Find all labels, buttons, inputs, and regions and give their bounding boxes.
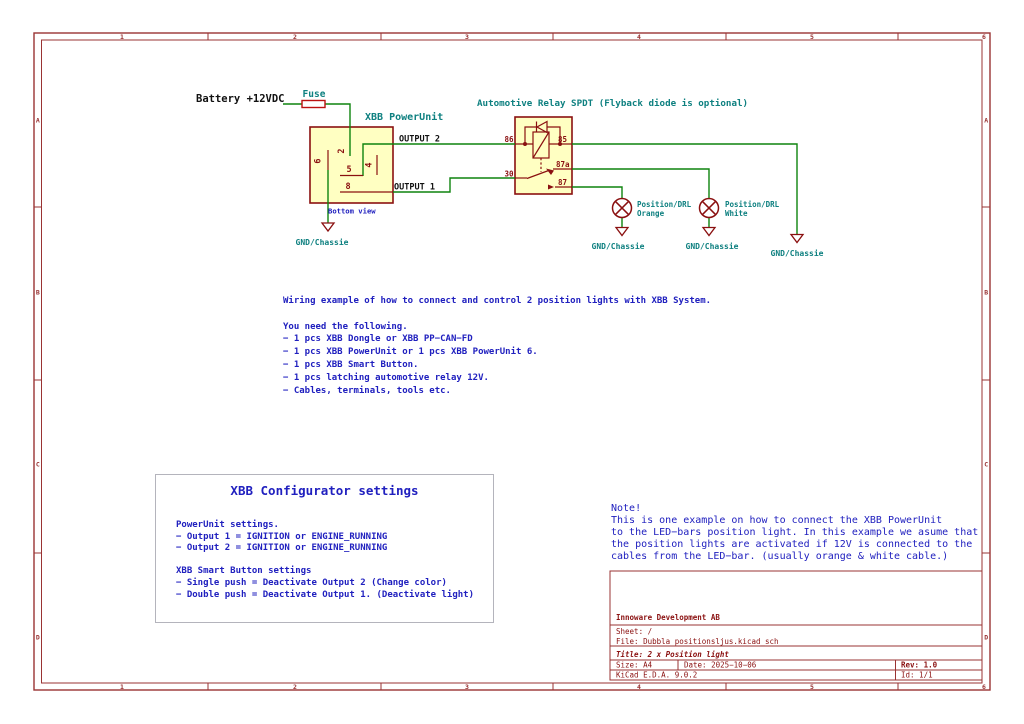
junction-dot xyxy=(523,142,527,146)
pin-number: 87a xyxy=(556,160,570,169)
wire-87a-to-white-lamp xyxy=(572,168,710,198)
fuse-label: Fuse xyxy=(303,89,326,100)
zone-label: 3 xyxy=(465,683,469,691)
relay-switch-arm xyxy=(526,169,551,180)
switch-arrowhead xyxy=(546,168,554,175)
junction-dot xyxy=(558,142,562,146)
pin-number: 5 xyxy=(346,165,351,175)
gnd-label: GND/Chassie xyxy=(296,237,349,247)
relay-coil-diagonal xyxy=(532,131,550,159)
lamp-white-label: White xyxy=(725,209,748,218)
gnd-symbol xyxy=(614,226,630,237)
pin-number: 2 xyxy=(337,148,347,153)
wire-85-to-gnd xyxy=(572,143,798,234)
net-label-output2: OUTPUT 2 xyxy=(399,135,440,145)
lamp-white-label: Position/DRL xyxy=(725,200,780,209)
title-block: Innoware Development AB Sheet: / File: D… xyxy=(609,570,983,681)
configurator-title: XBB Configurator settings xyxy=(230,483,419,498)
zone-label: 2 xyxy=(293,683,297,691)
lamp-orange-label: Position/DRL xyxy=(637,200,692,209)
zone-label: D xyxy=(984,634,988,642)
wire-output2-to-86 xyxy=(362,143,515,176)
gnd-label: GND/Chassie xyxy=(592,241,645,251)
wire-output1-to-30 xyxy=(393,177,515,193)
zone-label: 5 xyxy=(810,33,814,41)
contact-87-arrow xyxy=(548,184,554,190)
wiring-description-text: Wiring example of how to connect and con… xyxy=(283,296,712,396)
pin-number: 85 xyxy=(558,135,567,144)
wire-87-to-orange-lamp xyxy=(572,186,623,198)
configurator-body-text: PowerUnit settings. − Output 1 = IGNITIO… xyxy=(176,520,475,600)
kicad-version: KiCad E.D.A. 9.0.2 xyxy=(616,671,697,680)
pin-number: 87 xyxy=(558,178,567,187)
title-block-hlines xyxy=(610,624,982,671)
wires xyxy=(283,103,798,234)
fuse-symbol xyxy=(301,99,326,109)
powerunit-label: XBB PowerUnit xyxy=(365,111,443,123)
pin-number: 86 xyxy=(504,135,514,144)
lamp-cross xyxy=(701,200,717,216)
diode-triangle xyxy=(535,120,548,134)
zone-label: D xyxy=(36,634,40,642)
frame-zone-labels: 1 2 3 4 5 6 1 2 3 4 5 6 A B C D A B C D xyxy=(36,33,988,691)
gnd-symbols xyxy=(320,222,805,244)
title-block-lines xyxy=(609,570,983,681)
relay-pin-numbers: 86 85 30 87a 87 xyxy=(504,135,570,187)
zone-label: C xyxy=(36,461,40,469)
zone-label: 1 xyxy=(120,33,124,41)
powerunit-pins xyxy=(327,150,393,193)
gnd-label: GND/Chassie xyxy=(771,248,824,258)
gnd-symbol xyxy=(701,226,717,237)
relay-title: Automotive Relay SPDT (Flyback diode is … xyxy=(477,98,748,109)
lamp-white-symbol xyxy=(698,197,720,219)
sheet-frame xyxy=(33,32,991,691)
lamp-orange-symbol xyxy=(611,197,633,219)
lamp-cross xyxy=(614,200,630,216)
net-label-output1: OUTPUT 1 xyxy=(394,183,435,193)
configurator-settings-box: XBB Configurator settings PowerUnit sett… xyxy=(155,474,494,623)
lamp-orange-label: Orange xyxy=(637,209,665,218)
rev-field: Rev: 1.0 xyxy=(901,661,938,670)
pin-number: 4 xyxy=(365,162,375,167)
frame-ticks xyxy=(34,33,990,690)
gnd-label: GND/Chassie xyxy=(686,241,739,251)
pin-number: 30 xyxy=(504,170,514,179)
title-block-vlines xyxy=(677,660,896,680)
gnd-symbol xyxy=(789,233,805,244)
note-text: Note! This is one example on how to conn… xyxy=(611,503,979,562)
size-field: Size: A4 xyxy=(616,661,653,670)
powerunit-symbol-body xyxy=(309,126,394,204)
battery-label: Battery +12VDC xyxy=(196,93,285,105)
sheet-field: Sheet: / xyxy=(616,627,652,636)
zone-label: A xyxy=(984,117,988,125)
zone-label: 5 xyxy=(810,683,814,691)
company-name: Innoware Development AB xyxy=(616,613,720,622)
relay-junctions xyxy=(523,142,562,190)
zone-label: 3 xyxy=(465,33,469,41)
zone-label: B xyxy=(984,289,988,297)
zone-label: 2 xyxy=(293,33,297,41)
zone-label: A xyxy=(36,117,40,125)
zone-label: 4 xyxy=(637,33,641,41)
powerunit-pin-numbers: 2 5 4 6 8 xyxy=(314,148,375,192)
zone-label: 6 xyxy=(982,33,986,41)
zone-label: C xyxy=(984,461,988,469)
zone-label: 4 xyxy=(637,683,641,691)
frame-inner-border xyxy=(41,39,983,684)
zone-label: 6 xyxy=(982,683,986,691)
pin-number: 6 xyxy=(314,158,324,163)
frame-outer-border xyxy=(33,32,991,691)
bottom-view-note: Bottom view xyxy=(328,207,376,216)
zone-label: 1 xyxy=(120,683,124,691)
pin-number: 8 xyxy=(345,182,350,192)
date-field: Date: 2025−10−06 xyxy=(684,661,757,670)
file-field: File: Dubbla positionsljus.kicad_sch xyxy=(616,637,779,646)
relay-diode-branch xyxy=(524,126,561,144)
zone-label: B xyxy=(36,289,40,297)
id-field: Id: 1/1 xyxy=(901,671,933,680)
sheet-title: Title: 2 x Position light xyxy=(616,650,729,659)
gnd-symbol xyxy=(320,222,336,233)
